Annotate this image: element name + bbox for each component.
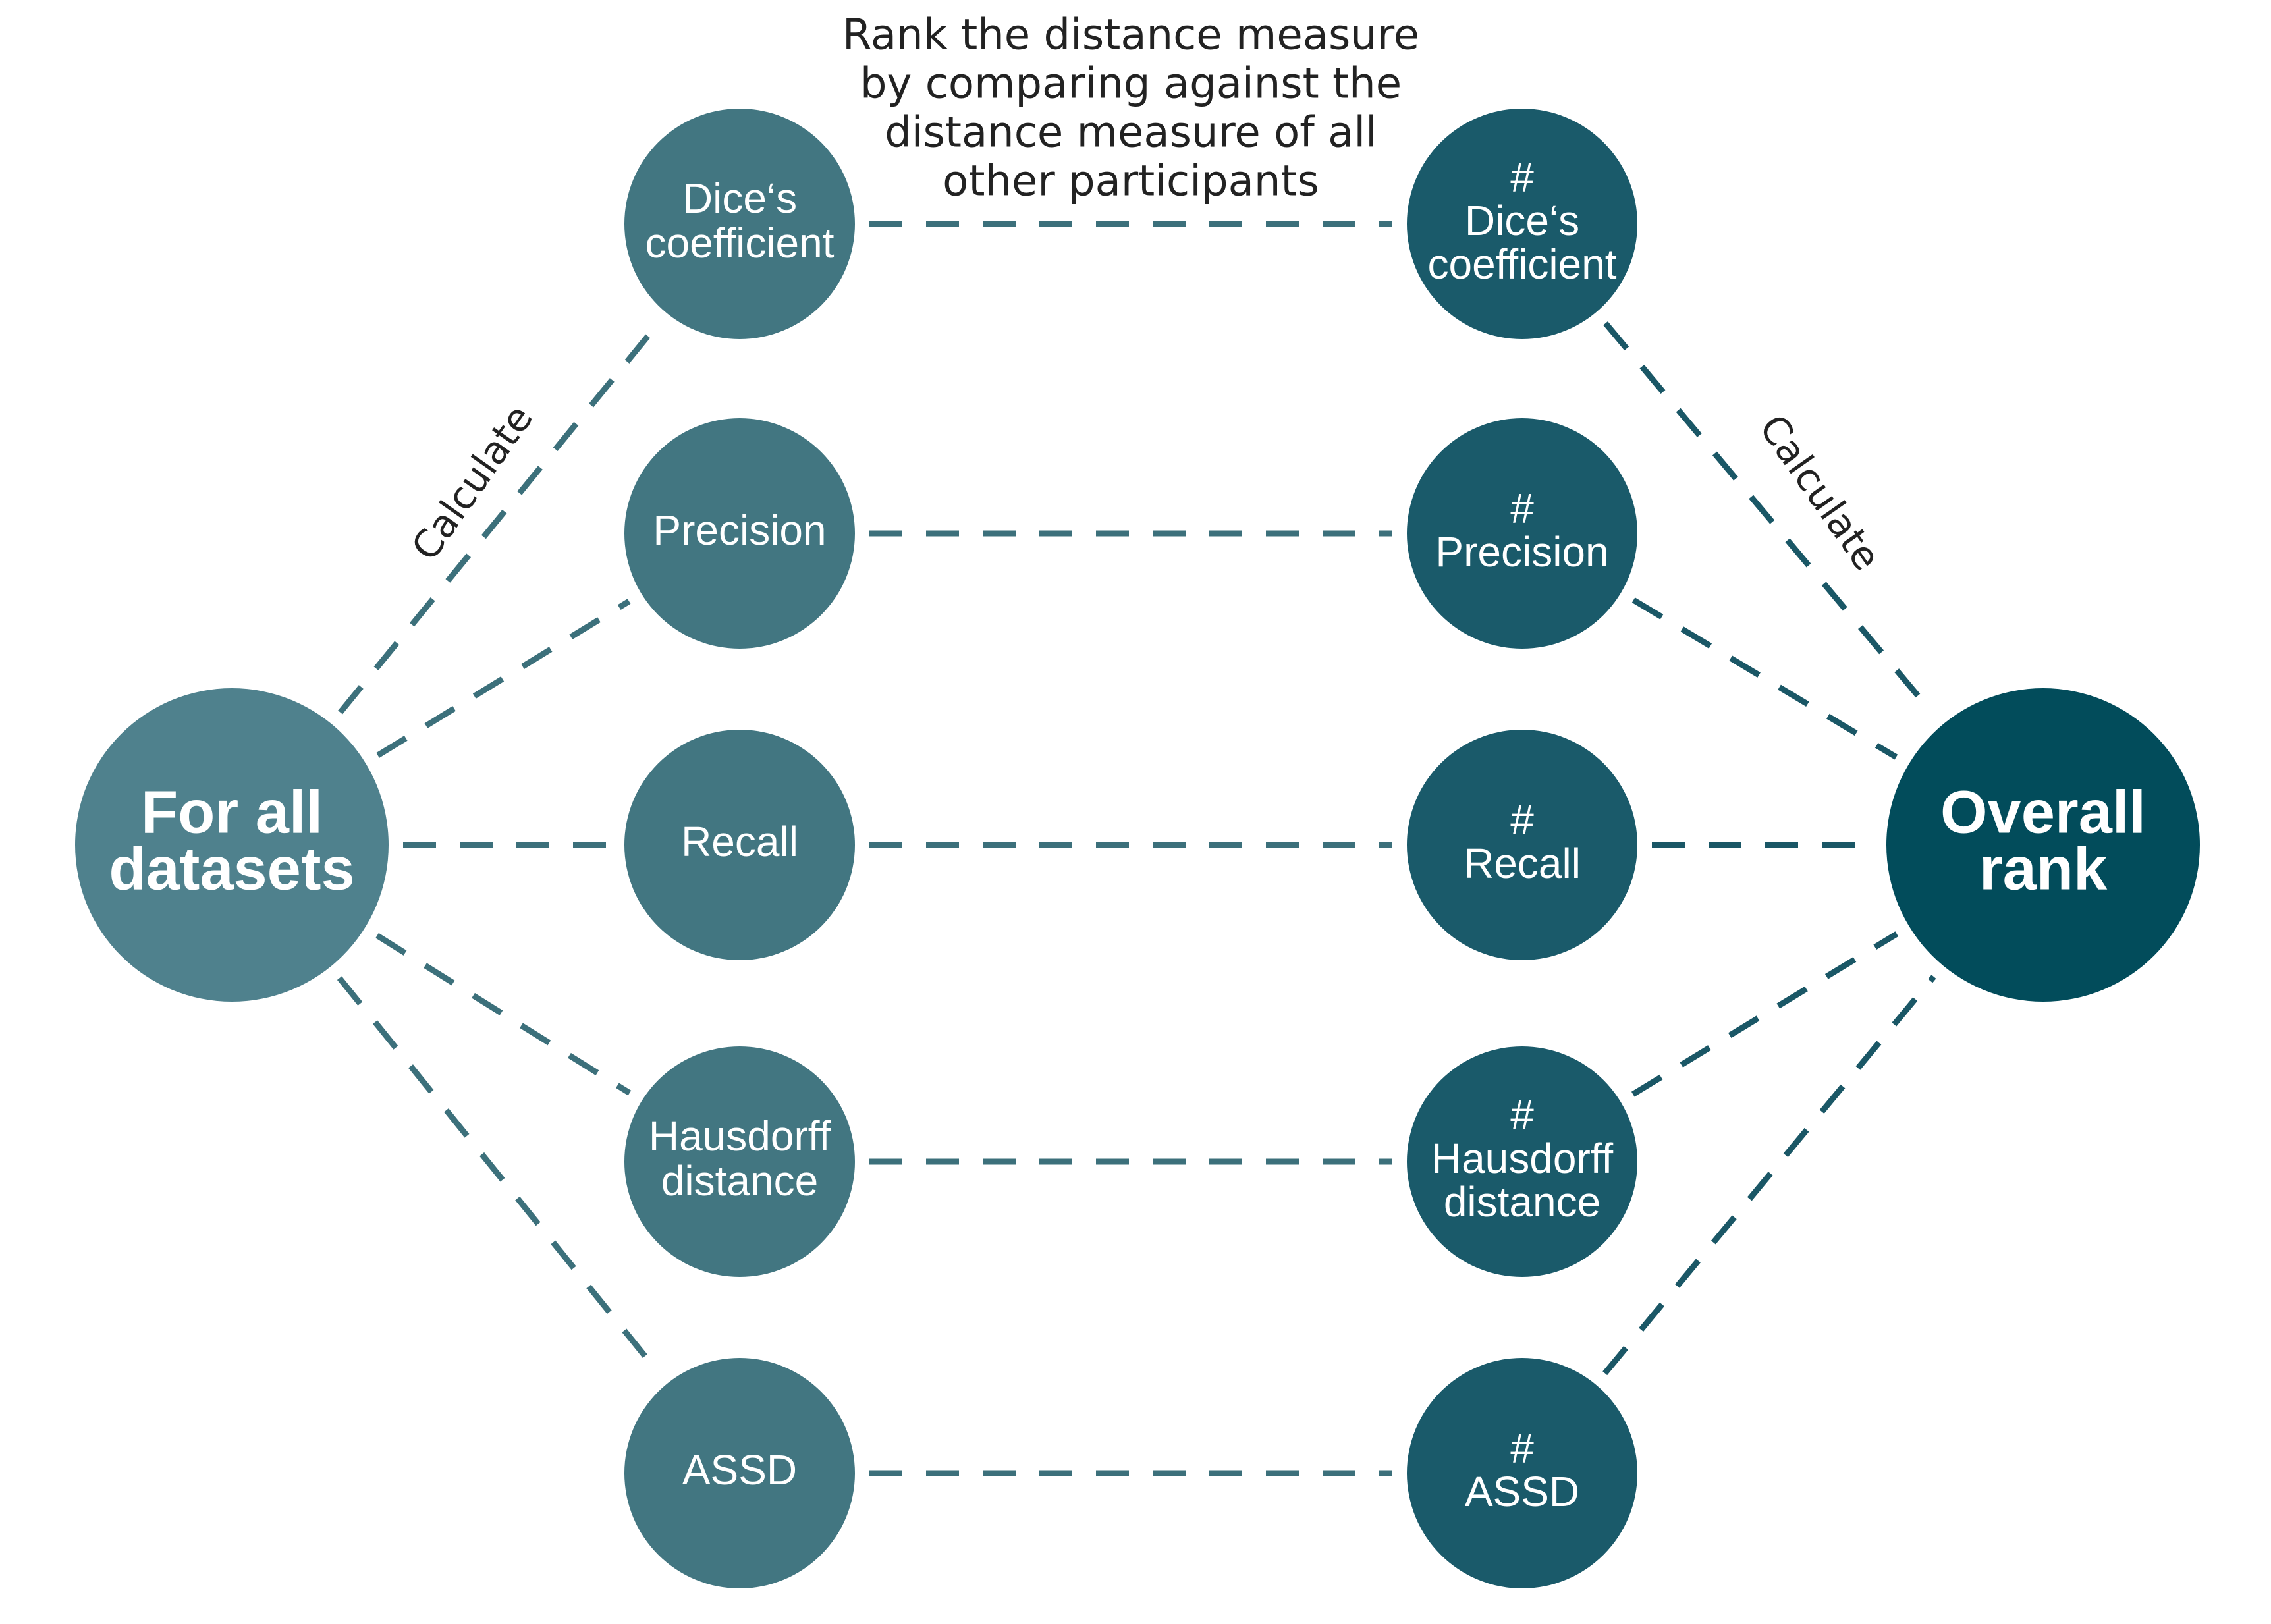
node-for-all-datasets-circle	[75, 688, 389, 1002]
node-rank-dice-label: coefficient	[1428, 240, 1617, 288]
description-line: Rank the distance measure	[842, 11, 1419, 60]
node-measure-assd: ASSD	[624, 1358, 855, 1588]
diagram-nodes: For alldatasetsDice‘scoefficientPrecisio…	[75, 109, 2200, 1588]
description-line: by comparing against the	[860, 60, 1402, 109]
node-for-all-datasets-label: datasets	[109, 835, 354, 902]
edge-rank-precision-to-overall	[1631, 597, 1898, 760]
description-line: other participants	[943, 157, 1319, 206]
node-measure-dice-label: Dice‘s	[682, 175, 797, 222]
node-rank-hausdorff-circle	[1407, 1046, 1637, 1277]
node-measure-dice-label: coefficient	[645, 219, 835, 267]
node-measure-hausdorff-circle	[624, 1046, 855, 1277]
node-rank-hausdorff-label: distance	[1444, 1178, 1601, 1226]
node-rank-precision-label: Precision	[1435, 528, 1608, 576]
node-measure-precision: Precision	[624, 418, 855, 649]
node-overall-rank-circle	[1886, 688, 2200, 1002]
node-rank-dice-label: #	[1510, 153, 1534, 201]
description-line: distance measure of all	[885, 109, 1377, 157]
calculate-label-left: Calculate	[402, 396, 541, 568]
node-measure-hausdorff-label: distance	[661, 1157, 818, 1204]
node-overall-rank-label: rank	[1979, 835, 2108, 902]
node-measure-recall: Recall	[624, 730, 855, 960]
node-rank-precision-label: #	[1510, 485, 1534, 532]
edge-source-to-assd	[337, 976, 661, 1374]
connector-lines	[337, 221, 1936, 1476]
edge-source-to-dice	[338, 322, 660, 715]
node-rank-assd-circle	[1407, 1358, 1637, 1588]
node-measure-precision-circle	[624, 418, 855, 649]
node-for-all-datasets-label: For all	[141, 778, 323, 846]
edge-rank-dice-to-overall	[1603, 321, 1936, 716]
node-rank-dice-circle	[1407, 109, 1637, 339]
node-measure-assd-circle	[624, 1358, 855, 1588]
edge-rank-assd-to-overall	[1602, 975, 1936, 1376]
node-rank-precision-circle	[1407, 418, 1637, 649]
node-rank-hausdorff-label: Hausdorff	[1431, 1135, 1614, 1182]
node-rank-hausdorff-label: #	[1510, 1091, 1534, 1139]
node-measure-recall-circle	[624, 730, 855, 960]
node-rank-recall-label: Recall	[1464, 840, 1581, 887]
node-overall-rank-label: Overall	[1940, 778, 2146, 846]
node-rank-recall-circle	[1407, 730, 1637, 960]
edge-rank-hausdorff-to-overall	[1631, 931, 1899, 1097]
node-rank-dice-label: Dice‘s	[1465, 197, 1579, 244]
edge-source-to-hausdorff	[375, 933, 632, 1096]
node-rank-precision: #Precision	[1407, 418, 1637, 649]
edge-source-to-precision	[376, 599, 631, 758]
node-rank-assd-label: #	[1510, 1424, 1534, 1472]
node-rank-assd: #ASSD	[1407, 1358, 1637, 1588]
node-measure-assd-label: ASSD	[682, 1446, 797, 1494]
node-measure-dice-circle	[624, 109, 855, 339]
node-measure-recall-label: Recall	[681, 818, 798, 865]
calculate-label-right: Calculate	[1751, 406, 1890, 578]
node-rank-recall: #Recall	[1407, 730, 1637, 960]
node-measure-precision-label: Precision	[653, 506, 826, 554]
node-rank-assd-label: ASSD	[1465, 1468, 1579, 1515]
node-measure-hausdorff-label: Hausdorff	[649, 1112, 831, 1160]
node-rank-recall-label: #	[1510, 796, 1534, 844]
